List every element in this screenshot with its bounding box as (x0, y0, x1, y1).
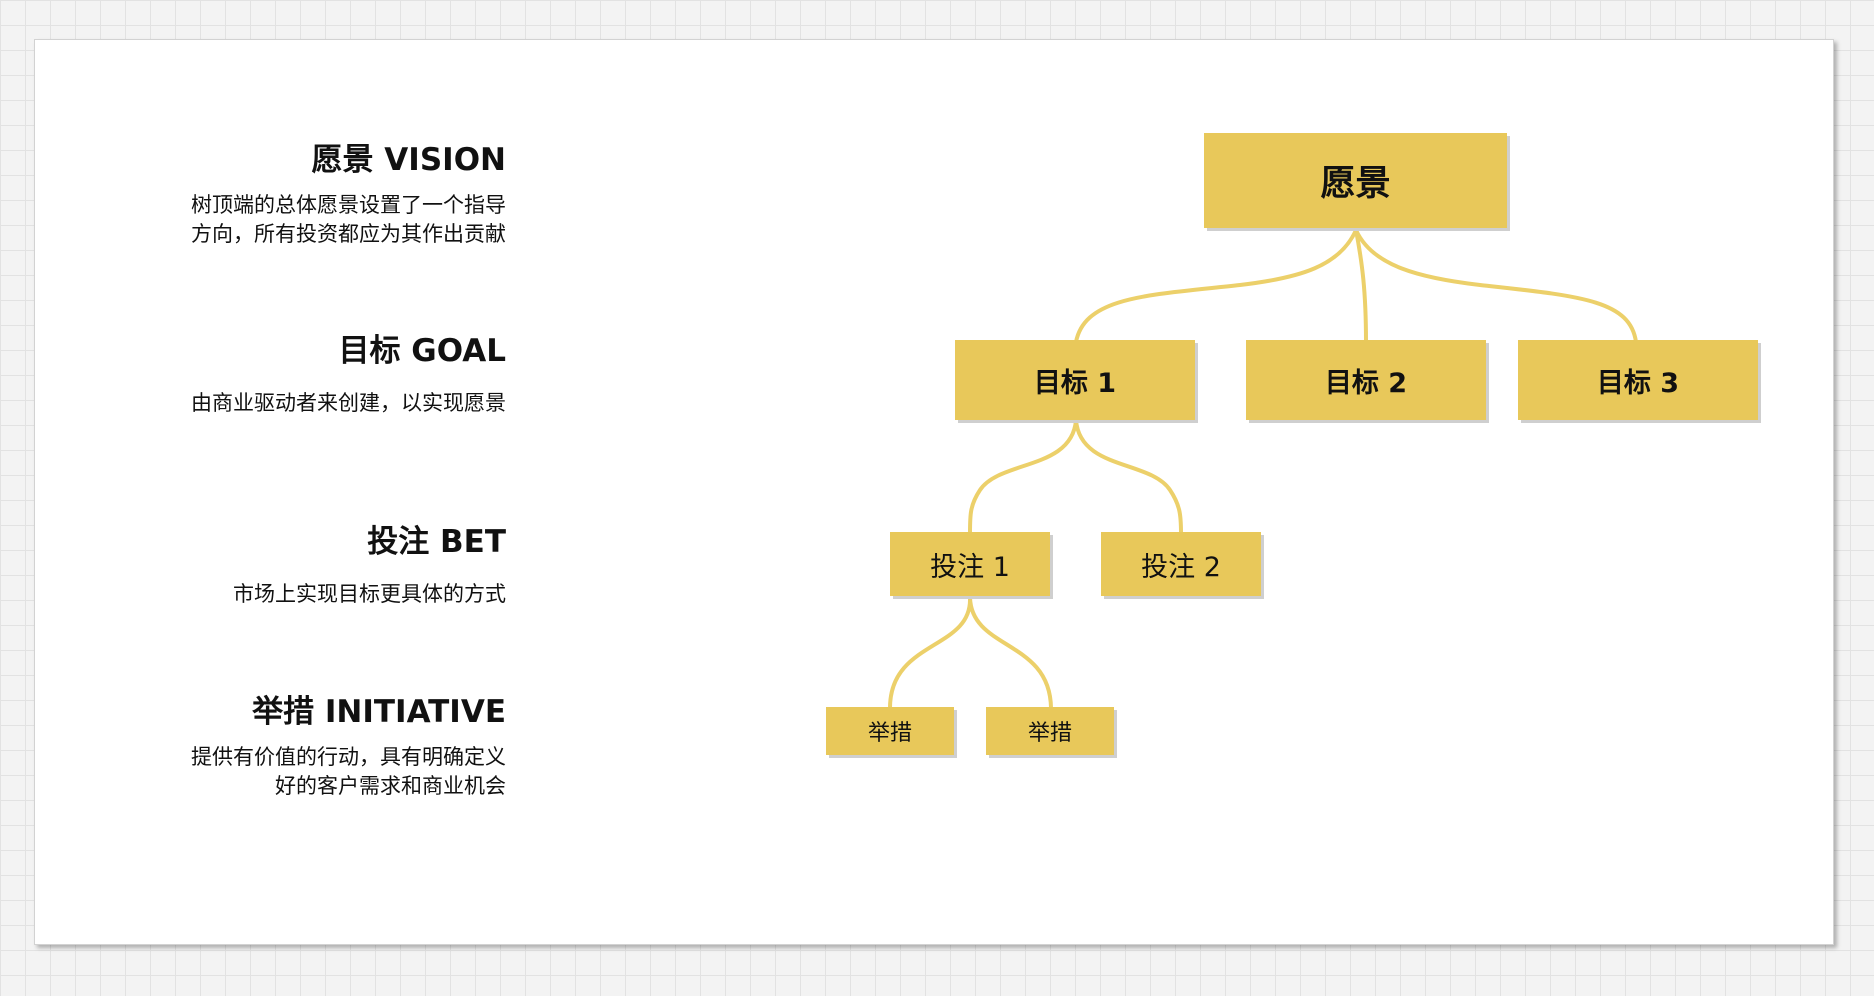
connector-goal-bet-1 (968, 418, 1078, 535)
bet-node-2[interactable]: 投注 2 (1101, 532, 1261, 596)
legend-vision-title: 愿景 VISION (311, 142, 506, 178)
legend-bet: 投注 BET 市场上实现目标更具体的方式 (126, 523, 506, 609)
legend-goal-desc: 由商业驱动者来创建，以实现愿景 (126, 389, 506, 418)
legend-initiative-desc-line: 提供有价值的行动，具有明确定义 (191, 745, 506, 769)
connector-goal-bet-2 (1074, 418, 1183, 535)
legend-vision-desc-line: 树顶端的总体愿景设置了一个指导 (191, 193, 506, 217)
goal-node-2-label: 目标 2 (1324, 367, 1408, 399)
initiative-node-2[interactable]: 举措 (986, 707, 1114, 755)
bet-node-1-label: 投注 1 (930, 551, 1010, 583)
vision-node[interactable]: 愿景 (1204, 133, 1507, 228)
legend-goal-desc-line: 由商业驱动者来创建，以实现愿景 (191, 391, 506, 415)
connector-vision-goal-2 (1354, 228, 1368, 344)
legend-bet-desc: 市场上实现目标更具体的方式 (126, 580, 506, 609)
connector-vision-goal-1 (1074, 228, 1358, 344)
vision-node-label: 愿景 (1320, 164, 1391, 204)
connector-bet-initiative-1 (888, 596, 973, 710)
legend-bet-desc-line: 市场上实现目标更具体的方式 (233, 582, 506, 606)
connector-group (888, 228, 1638, 710)
legend-goal: 目标 GOAL 由商业驱动者来创建，以实现愿景 (126, 332, 506, 418)
legend-initiative-title: 举措 INITIATIVE (252, 694, 506, 730)
legend-initiative-desc: 提供有价值的行动，具有明确定义 好的客户需求和商业机会 (126, 743, 506, 801)
goal-node-3[interactable]: 目标 3 (1518, 340, 1758, 420)
initiative-node-1-label: 举措 (867, 721, 912, 746)
legend-goal-title: 目标 GOAL (338, 333, 506, 369)
bet-node-1[interactable]: 投注 1 (890, 532, 1050, 596)
legend-vision: 愿景 VISION 树顶端的总体愿景设置了一个指导 方向，所有投资都应为其作出贡… (126, 141, 506, 249)
legend-vision-desc-line: 方向，所有投资都应为其作出贡献 (191, 222, 506, 246)
legend-initiative-desc-line: 好的客户需求和商业机会 (275, 774, 506, 798)
diagram-canvas (34, 39, 1834, 945)
legend-vision-desc: 树顶端的总体愿景设置了一个指导 方向，所有投资都应为其作出贡献 (126, 191, 506, 249)
legend-initiative: 举措 INITIATIVE 提供有价值的行动，具有明确定义 好的客户需求和商业机… (126, 693, 506, 801)
initiative-node-2-label: 举措 (1027, 721, 1072, 746)
legend-bet-title: 投注 BET (367, 524, 506, 560)
connector-vision-goal-3 (1354, 228, 1638, 344)
initiative-node-1[interactable]: 举措 (826, 707, 954, 755)
bet-node-2-label: 投注 2 (1141, 551, 1221, 583)
goal-node-3-label: 目标 3 (1596, 367, 1680, 399)
goal-node-1-label: 目标 1 (1033, 367, 1117, 399)
goal-node-2[interactable]: 目标 2 (1246, 340, 1486, 420)
goal-node-1[interactable]: 目标 1 (955, 340, 1195, 420)
connector-bet-initiative-2 (968, 596, 1053, 710)
